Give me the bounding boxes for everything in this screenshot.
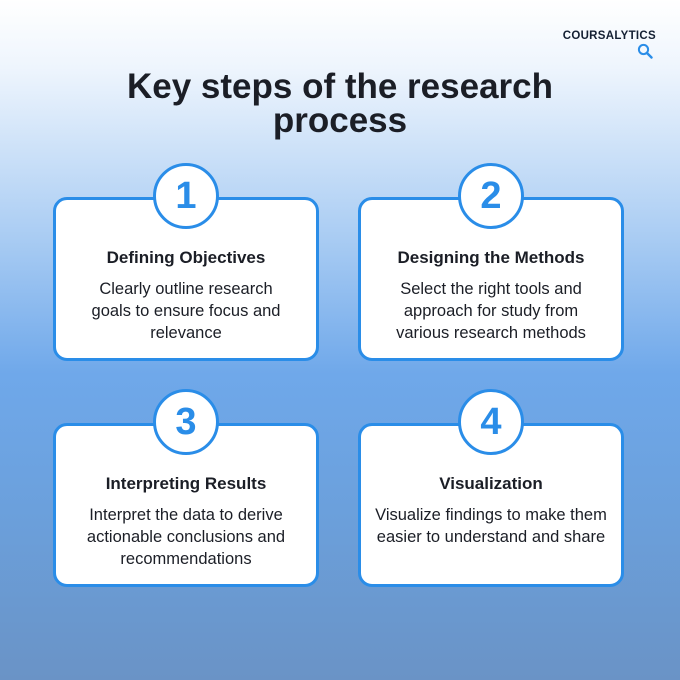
- page-title: Key steps of the research process: [0, 67, 680, 140]
- step-title: Defining Objectives: [106, 248, 266, 267]
- step-description: Select the right tools and approach for …: [396, 280, 586, 342]
- step-number-badge-4: 4: [458, 389, 524, 455]
- step-description: Interpret the data to derive actionable …: [86, 506, 286, 568]
- page-title-line-1: Key steps of the research: [126, 67, 553, 106]
- step-number-badge-2: 2: [458, 163, 524, 229]
- step-card-4: Visualization Visualize findings to make…: [358, 423, 624, 587]
- step-description: Visualize findings to make them easier t…: [375, 506, 607, 546]
- step-title: Interpreting Results: [105, 474, 267, 493]
- magnifier-icon: [637, 43, 653, 59]
- brand-logo: COURSALYTICS: [562, 30, 656, 59]
- step-title: Visualization: [439, 474, 543, 493]
- step-title: Designing the Methods: [397, 248, 585, 267]
- step-description: Clearly outline research goals to ensure…: [91, 280, 281, 342]
- page-title-line-2: process: [272, 101, 408, 140]
- step-number-badge-1: 1: [153, 163, 219, 229]
- step-number-badge-3: 3: [153, 389, 219, 455]
- brand-logo-text: COURSALYTICS: [562, 30, 656, 42]
